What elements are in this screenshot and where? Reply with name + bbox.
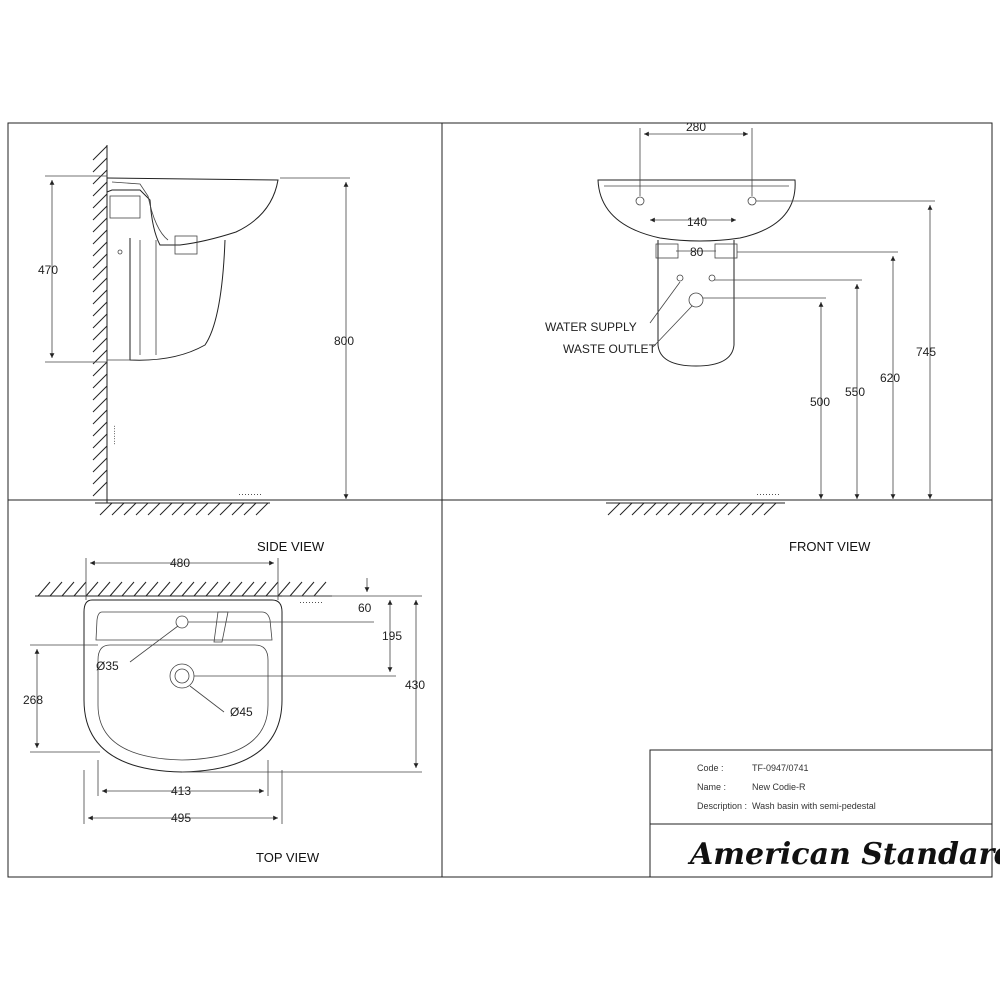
description-value: Wash basin with semi-pedestal [752,801,876,811]
dim-280: 280 [686,120,706,134]
side-view-label: SIDE VIEW [257,539,325,554]
code-value: TF-0947/0741 [752,763,809,773]
brand-logo: American Standard [687,837,1000,872]
dim-745: 745 [916,345,936,359]
pedestal-profile [129,238,226,361]
dim-800: 800 [334,334,354,348]
front-pedestal [657,240,735,367]
waste-outlet-callout: WASTE OUTLET [563,342,657,356]
front-basin [597,179,796,242]
title-block: Code : TF-0947/0741 Name : New Codie-R D… [649,749,1000,878]
dim-550: 550 [845,385,865,399]
code-label: Code : [697,763,724,773]
dim-dia35: Ø35 [96,659,119,673]
dim-dia45: Ø45 [230,705,253,719]
dim-413: 413 [171,784,191,798]
floor-hatch-front [607,502,777,516]
front-view: ········ 280 140 80 745 620 550 500 WATE… [545,120,936,516]
dim-195: 195 [382,629,402,643]
dim-495: 495 [171,811,191,825]
dim-500: 500 [810,395,830,409]
dim-140: 140 [687,215,707,229]
floor-hatch-side [99,502,269,516]
dim-430: 430 [405,678,425,692]
front-view-label: FRONT VIEW [789,539,871,554]
dim-480: 480 [170,556,190,570]
svg-text:········: ········ [756,489,780,499]
top-view: 480 ········ 60 195 430 268 Ø35 Ø45 413 [23,556,425,825]
name-label: Name : [697,782,726,792]
svg-text:········: ········ [299,597,323,607]
basin-profile [106,177,279,246]
top-view-label: TOP VIEW [256,850,320,865]
wall-hatch-top [37,581,327,597]
description-label: Description : [697,801,747,811]
top-basin-outer [83,599,283,773]
dim-268: 268 [23,693,43,707]
dim-80: 80 [690,245,704,259]
svg-text:········: ········ [238,489,262,499]
name-value: New Codie-R [752,782,806,792]
sheet-frame [7,122,993,878]
dim-470: 470 [38,263,58,277]
wall-hatch [92,145,108,497]
dim-60: 60 [358,601,372,615]
svg-text:........: ........ [112,425,122,445]
side-view: ........ 470 800 ········ [38,145,354,516]
dim-620: 620 [880,371,900,385]
water-supply-callout: WATER SUPPLY [545,320,637,334]
top-basin-bowl [97,644,269,761]
